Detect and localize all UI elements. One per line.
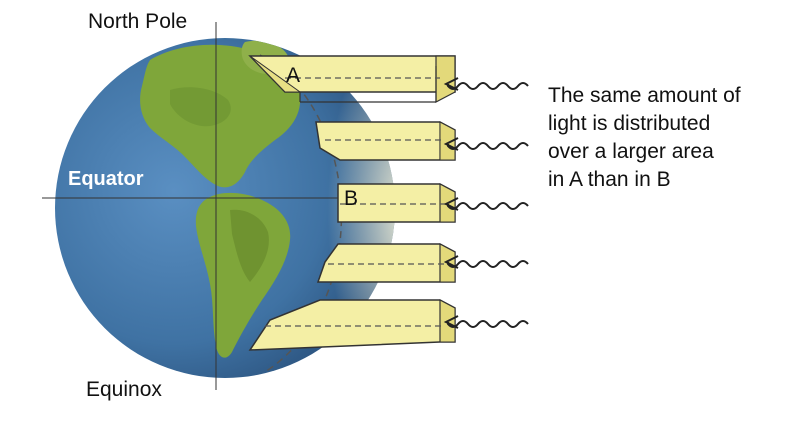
sunlight-arrow-3 [443,197,529,211]
sunlight-arrow-5 [443,315,529,329]
caption-line: over a larger area [548,140,714,163]
beam-a-label: A [286,64,301,87]
caption: The same amount of light is distributed … [548,82,798,194]
equinox-label: Equinox [86,378,162,401]
north-pole-label: North Pole [88,10,188,33]
caption-line: The same amount of [548,84,741,107]
sunlight-arrow-2 [443,137,529,151]
sunlight-arrow-4 [443,255,529,269]
sunlight-arrow-1 [443,77,529,91]
caption-line: in A than in B [548,168,671,191]
beam-b-label: B [344,187,359,210]
sunlight-arrows [443,77,529,329]
caption-line: light is distributed [548,112,711,135]
light-beam-5 [248,299,456,351]
equator-label: Equator [68,168,144,190]
light-beam-a [248,55,456,103]
light-beam-4 [316,243,456,283]
light-beam-b [337,183,456,223]
light-beam-2 [315,121,456,161]
